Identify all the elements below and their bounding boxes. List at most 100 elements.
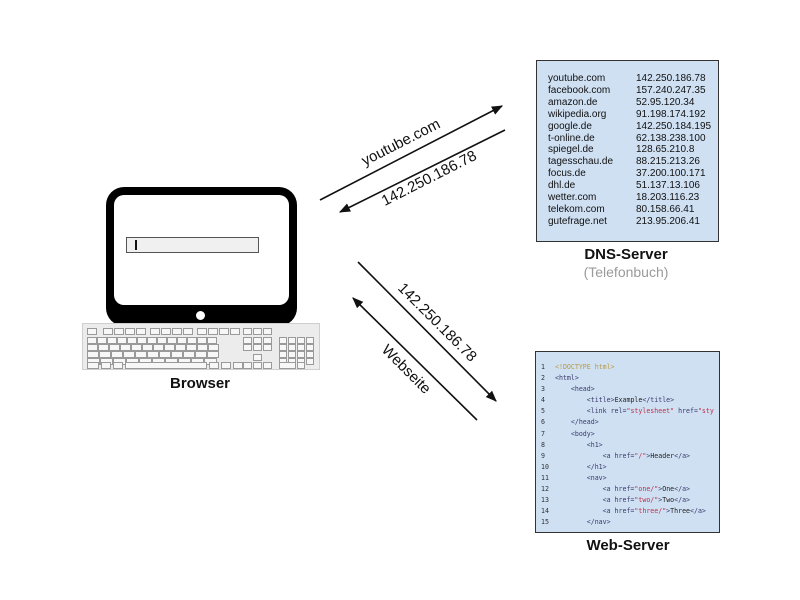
code-line: 9 <a href="/">Header</a> bbox=[541, 451, 714, 462]
keyboard-key bbox=[183, 328, 193, 335]
keyboard-key bbox=[297, 362, 305, 369]
code-token: <nav> bbox=[586, 473, 607, 482]
keyboard-key bbox=[167, 337, 177, 344]
line-number: 6 bbox=[541, 418, 545, 427]
dns-entry-ip: 213.95.206.41 bbox=[636, 215, 700, 227]
dns-entry-domain: google.de bbox=[548, 120, 592, 132]
code-line: 5 <link rel="stylesheet" href="sty bbox=[541, 406, 714, 417]
line-number: 7 bbox=[541, 429, 545, 438]
keyboard-key bbox=[117, 337, 127, 344]
dns-entry-ip: 80.158.66.41 bbox=[636, 203, 695, 215]
keyboard-key bbox=[172, 328, 182, 335]
code-token: "one/" bbox=[634, 485, 659, 494]
dns-entry-ip: 52.95.120.34 bbox=[636, 96, 695, 108]
code-token: <!DOCTYPE html> bbox=[555, 363, 615, 371]
code-line: 10 </h1> bbox=[541, 462, 714, 473]
keyboard-key bbox=[147, 351, 159, 358]
keyboard-key bbox=[87, 362, 99, 369]
browser-label: Browser bbox=[169, 375, 231, 392]
dns-entry-row: tagesschau.de 88.215.213.26 bbox=[548, 156, 711, 168]
arrow-dns-response bbox=[338, 129, 506, 213]
keyboard-key bbox=[107, 337, 117, 344]
code-line: 11 <nav> bbox=[541, 473, 714, 484]
code-line: 1<!DOCTYPE html> bbox=[541, 362, 714, 373]
dns-entry-domain: gutefrage.net bbox=[548, 215, 607, 227]
web-server-label: Web-Server bbox=[586, 537, 670, 554]
keyboard-key bbox=[87, 328, 97, 335]
code-token: Three bbox=[670, 507, 691, 516]
html-source-code: 1<!DOCTYPE html>2<html>3 <head>4 <title>… bbox=[541, 362, 714, 528]
dns-server-label: DNS-Server bbox=[584, 246, 668, 263]
keyboard-key bbox=[306, 337, 314, 344]
code-token: Header bbox=[650, 451, 675, 460]
code-token: "/" bbox=[634, 451, 647, 460]
keyboard-key bbox=[159, 351, 171, 358]
code-token: "sty bbox=[697, 407, 714, 416]
keyboard-key bbox=[195, 351, 207, 358]
code-token: <a href= bbox=[602, 485, 635, 494]
keyboard-key bbox=[187, 337, 197, 344]
keyboard-key bbox=[175, 344, 186, 351]
code-line: 7 <body> bbox=[541, 429, 714, 440]
dns-entry-ip: 142.250.184.195 bbox=[636, 120, 712, 132]
dns-entry-domain: tagesschau.de bbox=[548, 156, 614, 168]
keyboard-key bbox=[279, 344, 287, 351]
arrow-dns-request bbox=[319, 105, 503, 201]
code-line: 15 </nav> bbox=[541, 517, 714, 528]
code-token: </head> bbox=[570, 418, 599, 427]
code-token: > bbox=[658, 485, 663, 494]
keyboard-key bbox=[164, 344, 175, 351]
html-code-box: 1<!DOCTYPE html>2<html>3 <head>4 <title>… bbox=[535, 351, 720, 533]
code-token: > bbox=[646, 451, 651, 460]
keyboard-key bbox=[153, 344, 164, 351]
monitor-screen bbox=[114, 195, 289, 305]
code-token: "three/" bbox=[634, 507, 667, 516]
dns-entry-domain: dhl.de bbox=[548, 180, 576, 192]
keyboard-key bbox=[253, 344, 262, 351]
code-token: One bbox=[662, 485, 675, 494]
address-bar-input[interactable] bbox=[126, 237, 259, 253]
keyboard-key bbox=[221, 362, 231, 369]
dns-entry-ip: 88.215.213.26 bbox=[636, 156, 700, 168]
keyboard-key bbox=[288, 337, 296, 344]
dns-entry-ip: 62.138.238.100 bbox=[636, 132, 706, 144]
keyboard-key bbox=[243, 328, 252, 335]
line-number: 4 bbox=[541, 396, 545, 405]
code-token: <head> bbox=[570, 385, 595, 394]
keyboard-key bbox=[209, 362, 219, 369]
line-number: 12 bbox=[541, 485, 549, 494]
line-number: 15 bbox=[541, 518, 549, 527]
dns-entry-ip: 91.198.174.192 bbox=[636, 108, 706, 120]
keyboard-key bbox=[197, 328, 207, 335]
code-token: href= bbox=[674, 407, 698, 416]
arrow-http-request bbox=[357, 261, 497, 402]
code-token: <a href= bbox=[602, 451, 635, 460]
keyboard-key bbox=[253, 337, 262, 344]
power-button-icon bbox=[196, 311, 205, 320]
keyboard-key bbox=[263, 328, 272, 335]
keyboard-key bbox=[125, 328, 135, 335]
keyboard-key bbox=[171, 351, 183, 358]
keyboard-key bbox=[263, 362, 272, 369]
keyboard-key bbox=[279, 362, 296, 369]
arrow-http-response bbox=[352, 297, 478, 421]
keyboard-key bbox=[147, 337, 157, 344]
keyboard-key bbox=[142, 344, 153, 351]
dns-entry-domain: focus.de bbox=[548, 168, 586, 180]
keyboard-key bbox=[111, 351, 123, 358]
code-token: <html> bbox=[555, 374, 579, 383]
keyboard-key bbox=[125, 362, 207, 369]
keyboard-key bbox=[279, 351, 287, 358]
line-number: 8 bbox=[541, 440, 545, 449]
keyboard-key bbox=[161, 328, 171, 335]
dns-entry-ip: 157.240.247.35 bbox=[636, 84, 706, 96]
keyboard-key bbox=[197, 337, 207, 344]
